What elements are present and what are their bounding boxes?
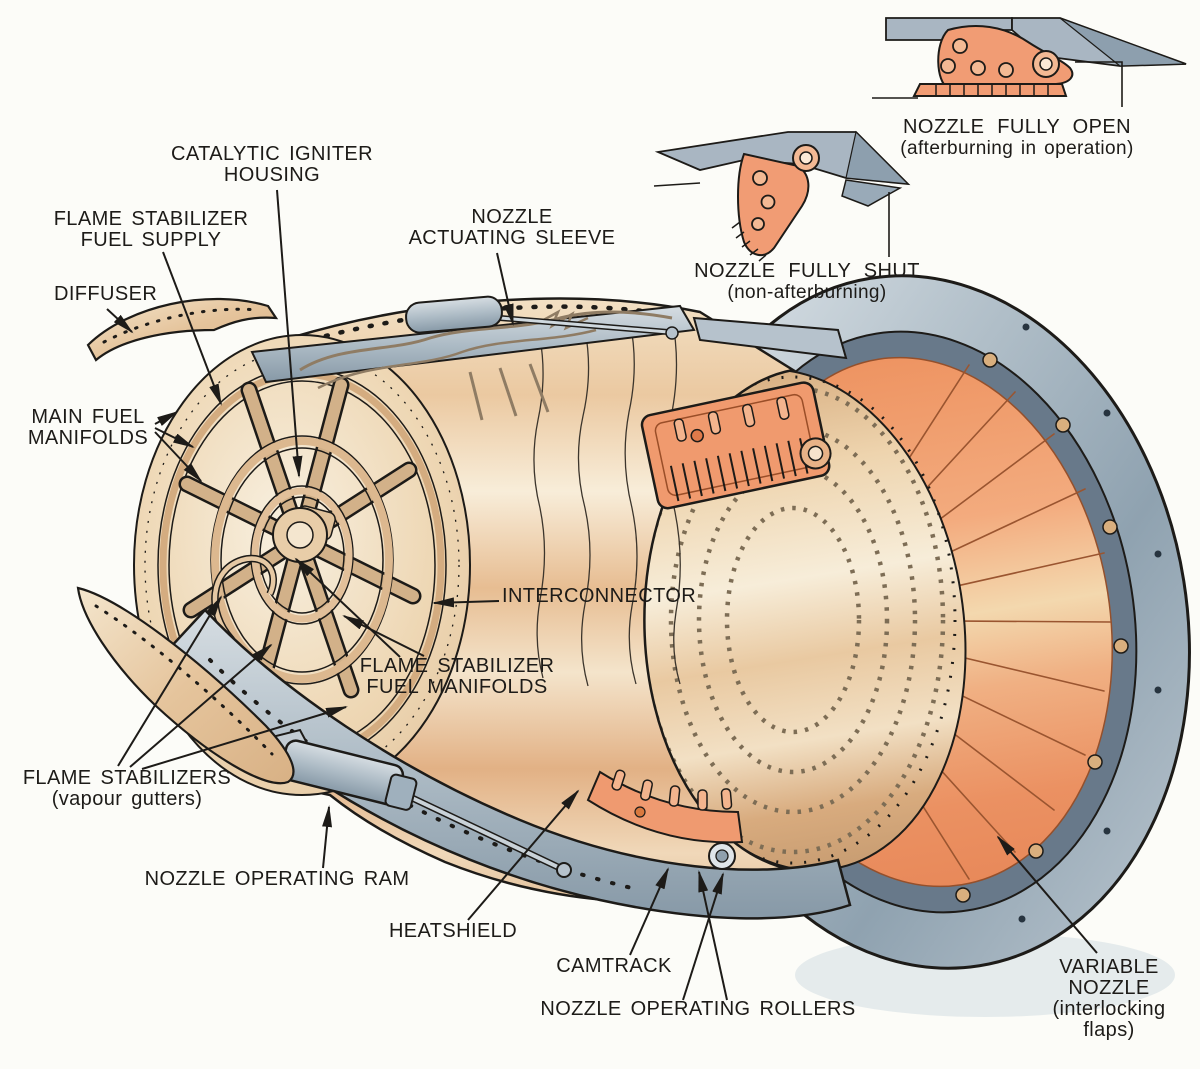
flap-hinge-brackets: [955, 352, 1129, 903]
inset-shut-drawing: [653, 130, 911, 262]
camtrack-top: [640, 381, 832, 510]
leader-lines: [106, 61, 1123, 1001]
inset-open-drawing: [872, 17, 1187, 99]
camtrack-bottom: [586, 769, 744, 870]
actuating-sleeve: [250, 295, 848, 421]
ring-slots: [1018, 323, 1162, 923]
nozzle-operating-ram-shape: [250, 728, 572, 878]
diffuser-blade: [86, 297, 279, 362]
igniter-hub: [272, 505, 336, 563]
nozzle-operating-rollers-shape: [708, 842, 736, 870]
vapour-gutter-blade: [76, 586, 295, 785]
